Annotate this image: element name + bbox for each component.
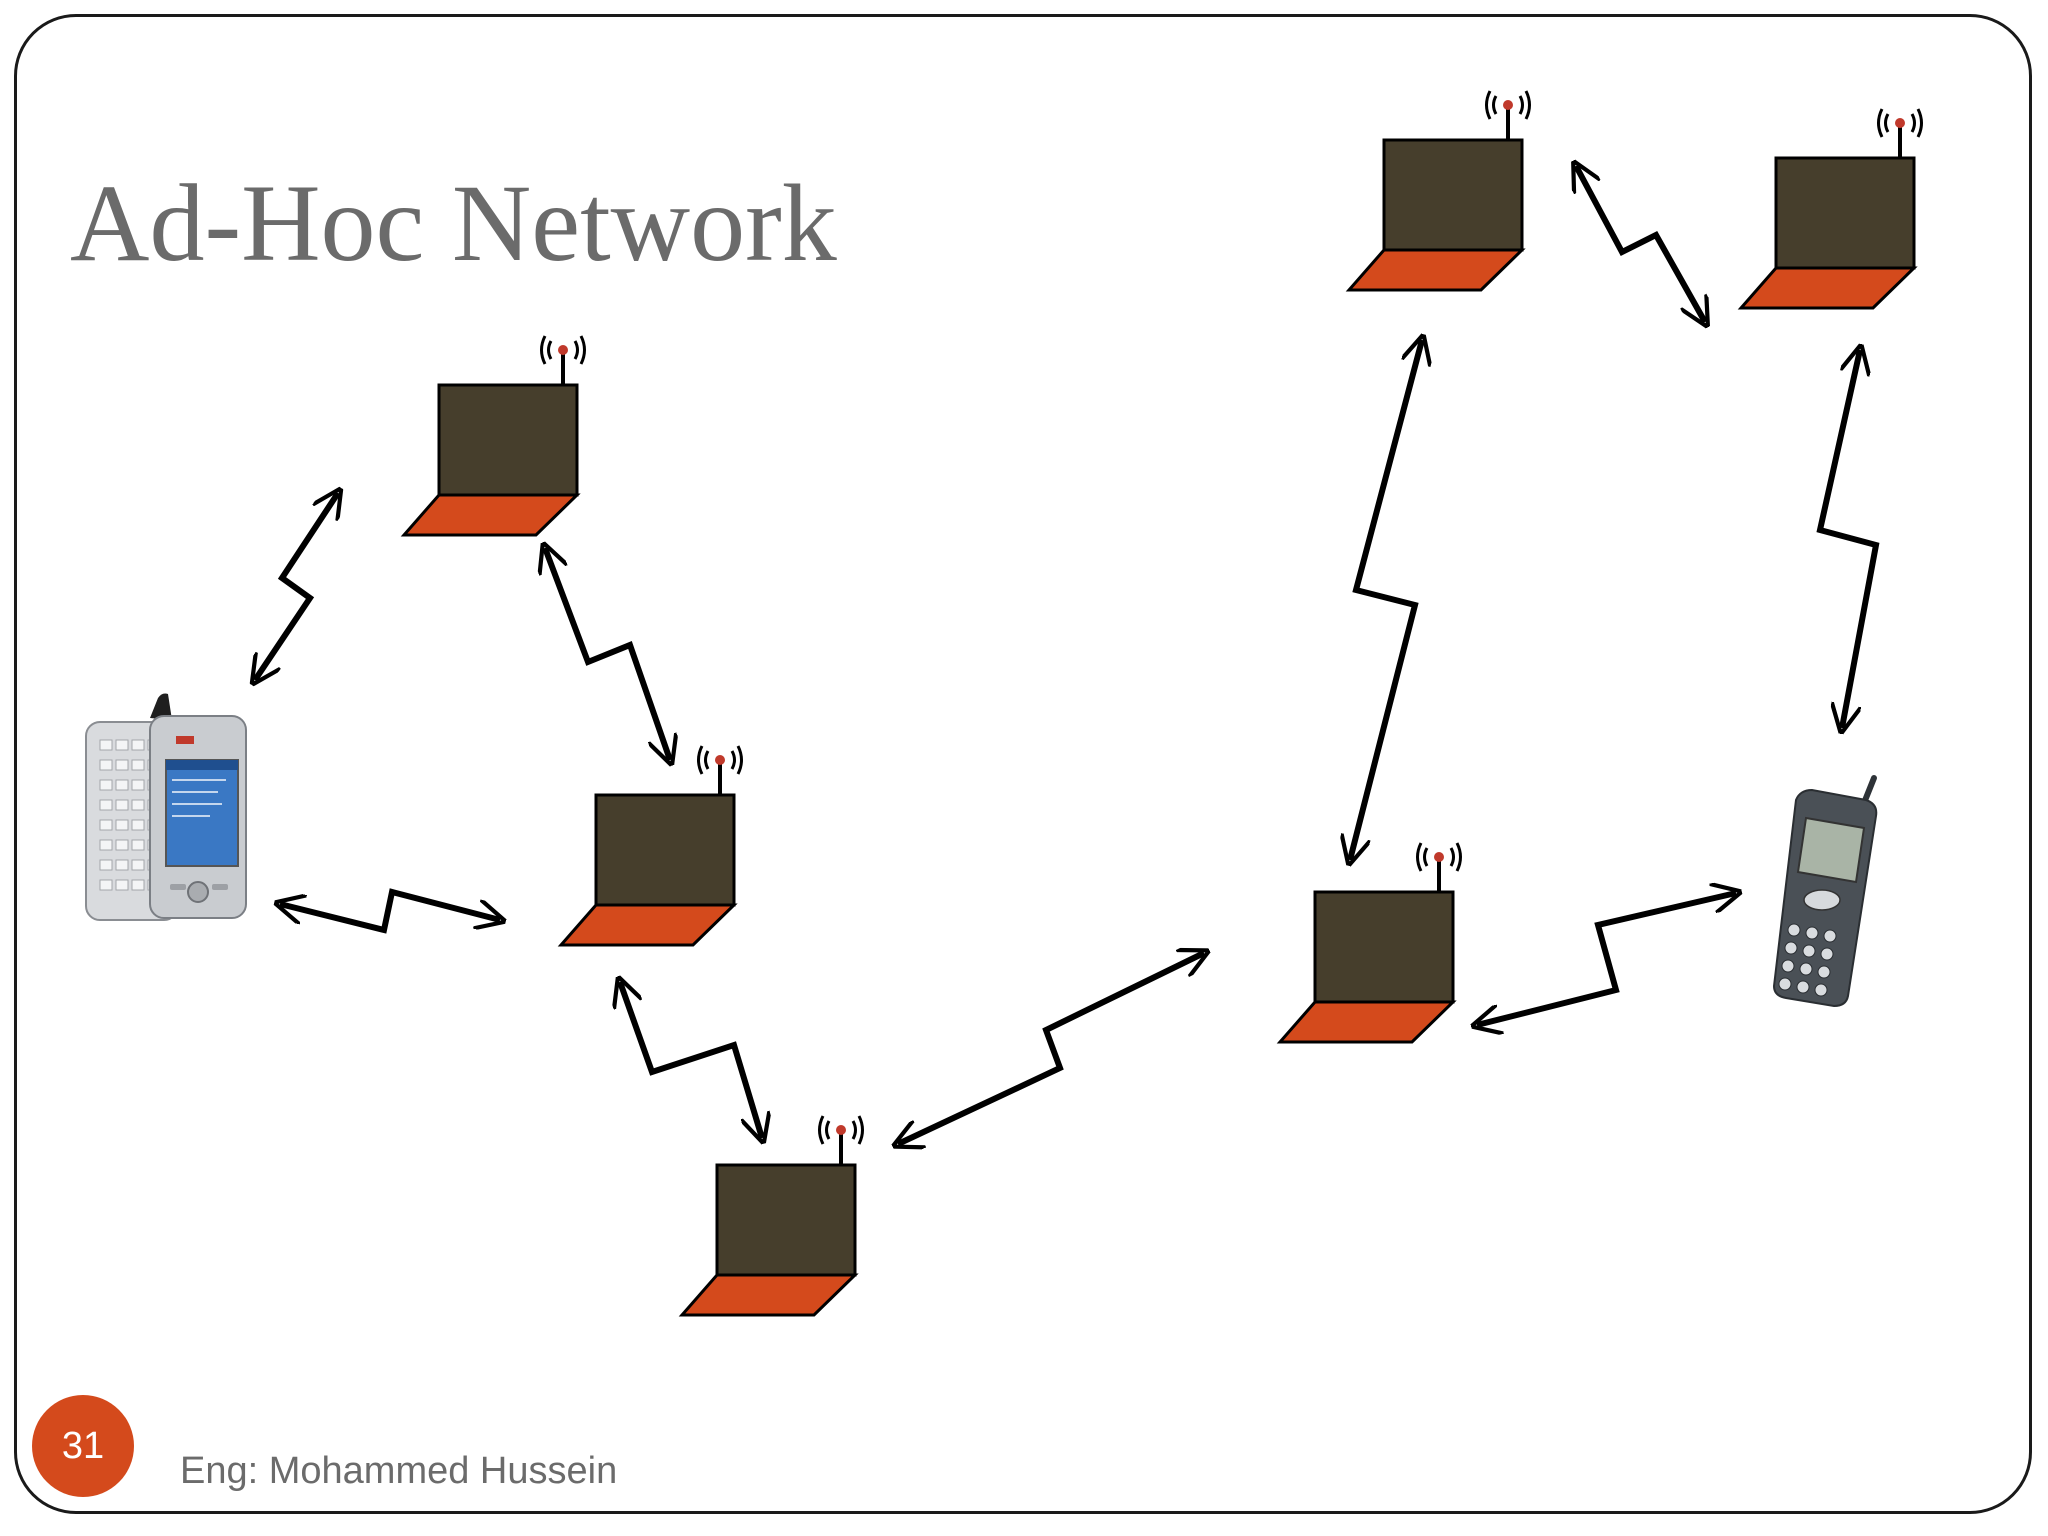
page-number: 31 (62, 1425, 104, 1468)
link-laptop-4-laptop-5 (1350, 340, 1422, 860)
smartphone-pda-icon (86, 694, 246, 921)
laptop-2-icon (561, 746, 742, 945)
link-laptop-5-laptop-6 (1576, 166, 1705, 322)
link-pda-laptop-2 (280, 892, 500, 930)
laptop-3-icon (682, 1116, 863, 1315)
link-laptop-3-laptop-4 (898, 953, 1204, 1144)
page-number-badge: 31 (32, 1395, 134, 1497)
link-laptop-1-laptop-2 (545, 548, 670, 760)
cordless-phone-icon (1774, 778, 1876, 1006)
link-laptop-6-cordless-phone (1820, 350, 1876, 728)
link-cordless-phone-laptop-4 (1477, 893, 1736, 1025)
footer-author: Eng: Mohammed Hussein (180, 1450, 617, 1493)
laptop-1-icon (404, 336, 585, 535)
laptop-4-icon (1280, 843, 1461, 1042)
link-pda-laptop-1 (255, 493, 338, 680)
link-laptop-2-laptop-3 (620, 982, 762, 1138)
laptop-5-icon (1349, 91, 1530, 290)
laptop-6-icon (1741, 109, 1922, 308)
